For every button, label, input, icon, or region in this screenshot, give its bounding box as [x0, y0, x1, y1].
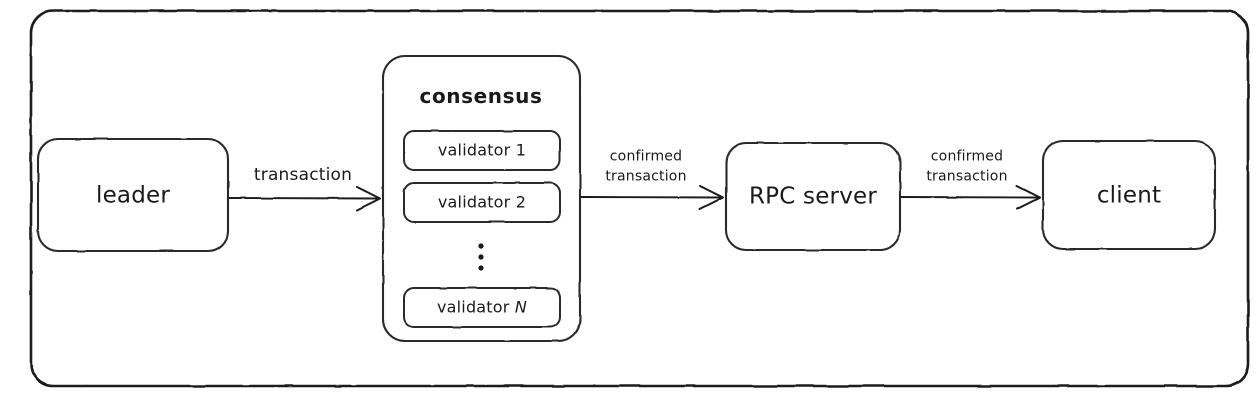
ellipsis-dots-icon — [478, 243, 484, 271]
leader-node-box[interactable] — [36, 137, 230, 253]
edge-leader-to-consensus — [228, 186, 381, 211]
edge-rpc-to-client — [900, 185, 1041, 210]
client-node-box[interactable] — [1041, 139, 1217, 251]
edge-consensus-to-rpc — [580, 185, 724, 210]
validator-2-box[interactable] — [403, 182, 561, 223]
validator-1-box[interactable] — [403, 130, 561, 171]
outer-frame — [29, 9, 1250, 388]
rpc-server-node-box[interactable] — [724, 141, 902, 252]
validator-n-box[interactable] — [403, 287, 561, 328]
